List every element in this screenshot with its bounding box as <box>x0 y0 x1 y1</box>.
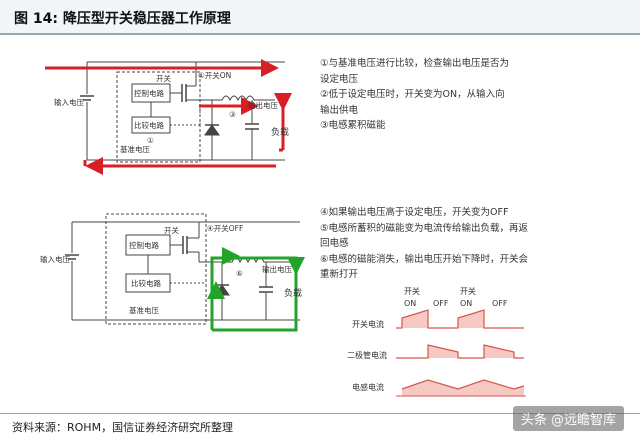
diode-current-wave <box>396 344 524 359</box>
step-line: ④如果输出电压高于设定电压，开关变为OFF <box>320 207 509 218</box>
phase-off-2: OFF <box>492 299 508 308</box>
output-voltage-label: 输出电压 <box>262 264 292 274</box>
watermark: 头条 @远瞻智库 <box>512 406 624 431</box>
load-label: 负载 <box>284 287 302 299</box>
step-line: 回电感 <box>320 238 349 249</box>
steps-switch-on: ①与基准电压进行比较，检查输出电压是否为 设定电压 ②低于设定电压时，开关变为O… <box>320 56 509 134</box>
ic-boundary <box>105 213 207 325</box>
step-line: 设定电压 <box>320 73 359 85</box>
step-line: 输出供电 <box>320 104 359 116</box>
labels-switch-off: 输入电压 开关 ④开关OFF 控制电路 比较电路 基准电压 输出电压 ⑥ 负载 <box>40 223 302 315</box>
current-path-on <box>45 59 292 175</box>
inductor-current-wave <box>401 379 525 390</box>
step-line: ①与基准电压进行比较，检查输出电压是否为 <box>320 58 510 69</box>
compare-circuit-label: 比较电路 <box>134 120 164 130</box>
control-circuit-label: 控制电路 <box>129 240 159 250</box>
row-switch-current: 开关电流 <box>352 319 384 329</box>
phase-on-2: ON <box>460 299 472 308</box>
output-voltage-label: 输出电压 <box>248 100 278 110</box>
marker-1: ① <box>147 136 154 145</box>
steps-switch-off: ④如果输出电压高于设定电压，开关变为OFF ⑤电感所蓄积的磁能变为电流传给输出负… <box>320 205 528 283</box>
switch-current-wave <box>396 309 524 329</box>
inductor <box>212 95 262 102</box>
header-band <box>0 0 640 33</box>
step-line: 重新打开 <box>320 269 359 280</box>
phase-top-1: 开关 <box>404 286 420 296</box>
compare-circuit-label: 比较电路 <box>131 278 161 288</box>
input-voltage-label: 输入电压 <box>54 97 84 107</box>
switch-label: 开关 <box>156 73 171 83</box>
step-line: ②低于设定电压时，开关变为ON，从输入向 <box>320 89 505 100</box>
marker-6: ⑥ <box>236 269 243 278</box>
input-voltage-label: 输入电压 <box>40 254 70 264</box>
reference-voltage-label: 基准电压 <box>129 305 159 315</box>
phase-off-1: OFF <box>433 299 449 308</box>
switch-label: 开关 <box>164 225 179 235</box>
current-path-off <box>207 247 305 332</box>
footer-rule <box>0 413 640 414</box>
marker-3: ③ <box>229 110 236 119</box>
waveform-panel: 开关 开关 ON OFF ON OFF 开关电流 二极管电流 电感电流 <box>347 286 526 397</box>
control-circuit-label: 控制电路 <box>134 88 164 98</box>
inductor-current-fill <box>402 380 524 396</box>
freewheel-diode <box>204 124 220 136</box>
figure-title: 图 14: 降压型开关稳压器工作原理 <box>14 11 231 27</box>
row-inductor-current: 电感电流 <box>352 382 384 392</box>
switch-state-label: ①开关ON <box>198 70 231 80</box>
step-line: ⑤电感所蓄积的磁能变为电流传给输出负载，再返 <box>320 222 529 234</box>
load-label: 负载 <box>271 126 289 138</box>
reference-voltage-label: 基准电压 <box>120 144 150 154</box>
row-diode-current: 二极管电流 <box>347 350 387 360</box>
circuit-switch-off <box>65 213 300 325</box>
labels-switch-on: 输入电压 开关 ①开关ON 控制电路 比较电路 基准电压 ① 输出电压 ③ 负载 <box>54 70 289 154</box>
step-line: ③电感累积磁能 <box>320 120 386 131</box>
phase-on-1: ON <box>404 299 416 308</box>
switch-state-label: ④开关OFF <box>207 223 243 233</box>
header-rule <box>0 33 640 35</box>
green-path-loop <box>212 256 298 332</box>
phase-top-2: 开关 <box>460 286 476 296</box>
footer-source: 资料来源：ROHM，国信证券经济研究所整理 <box>12 421 234 434</box>
circuit-switch-on <box>80 61 285 163</box>
step-line: ⑥电感的磁能消失，输出电压开始下降时，开关会 <box>320 253 529 265</box>
